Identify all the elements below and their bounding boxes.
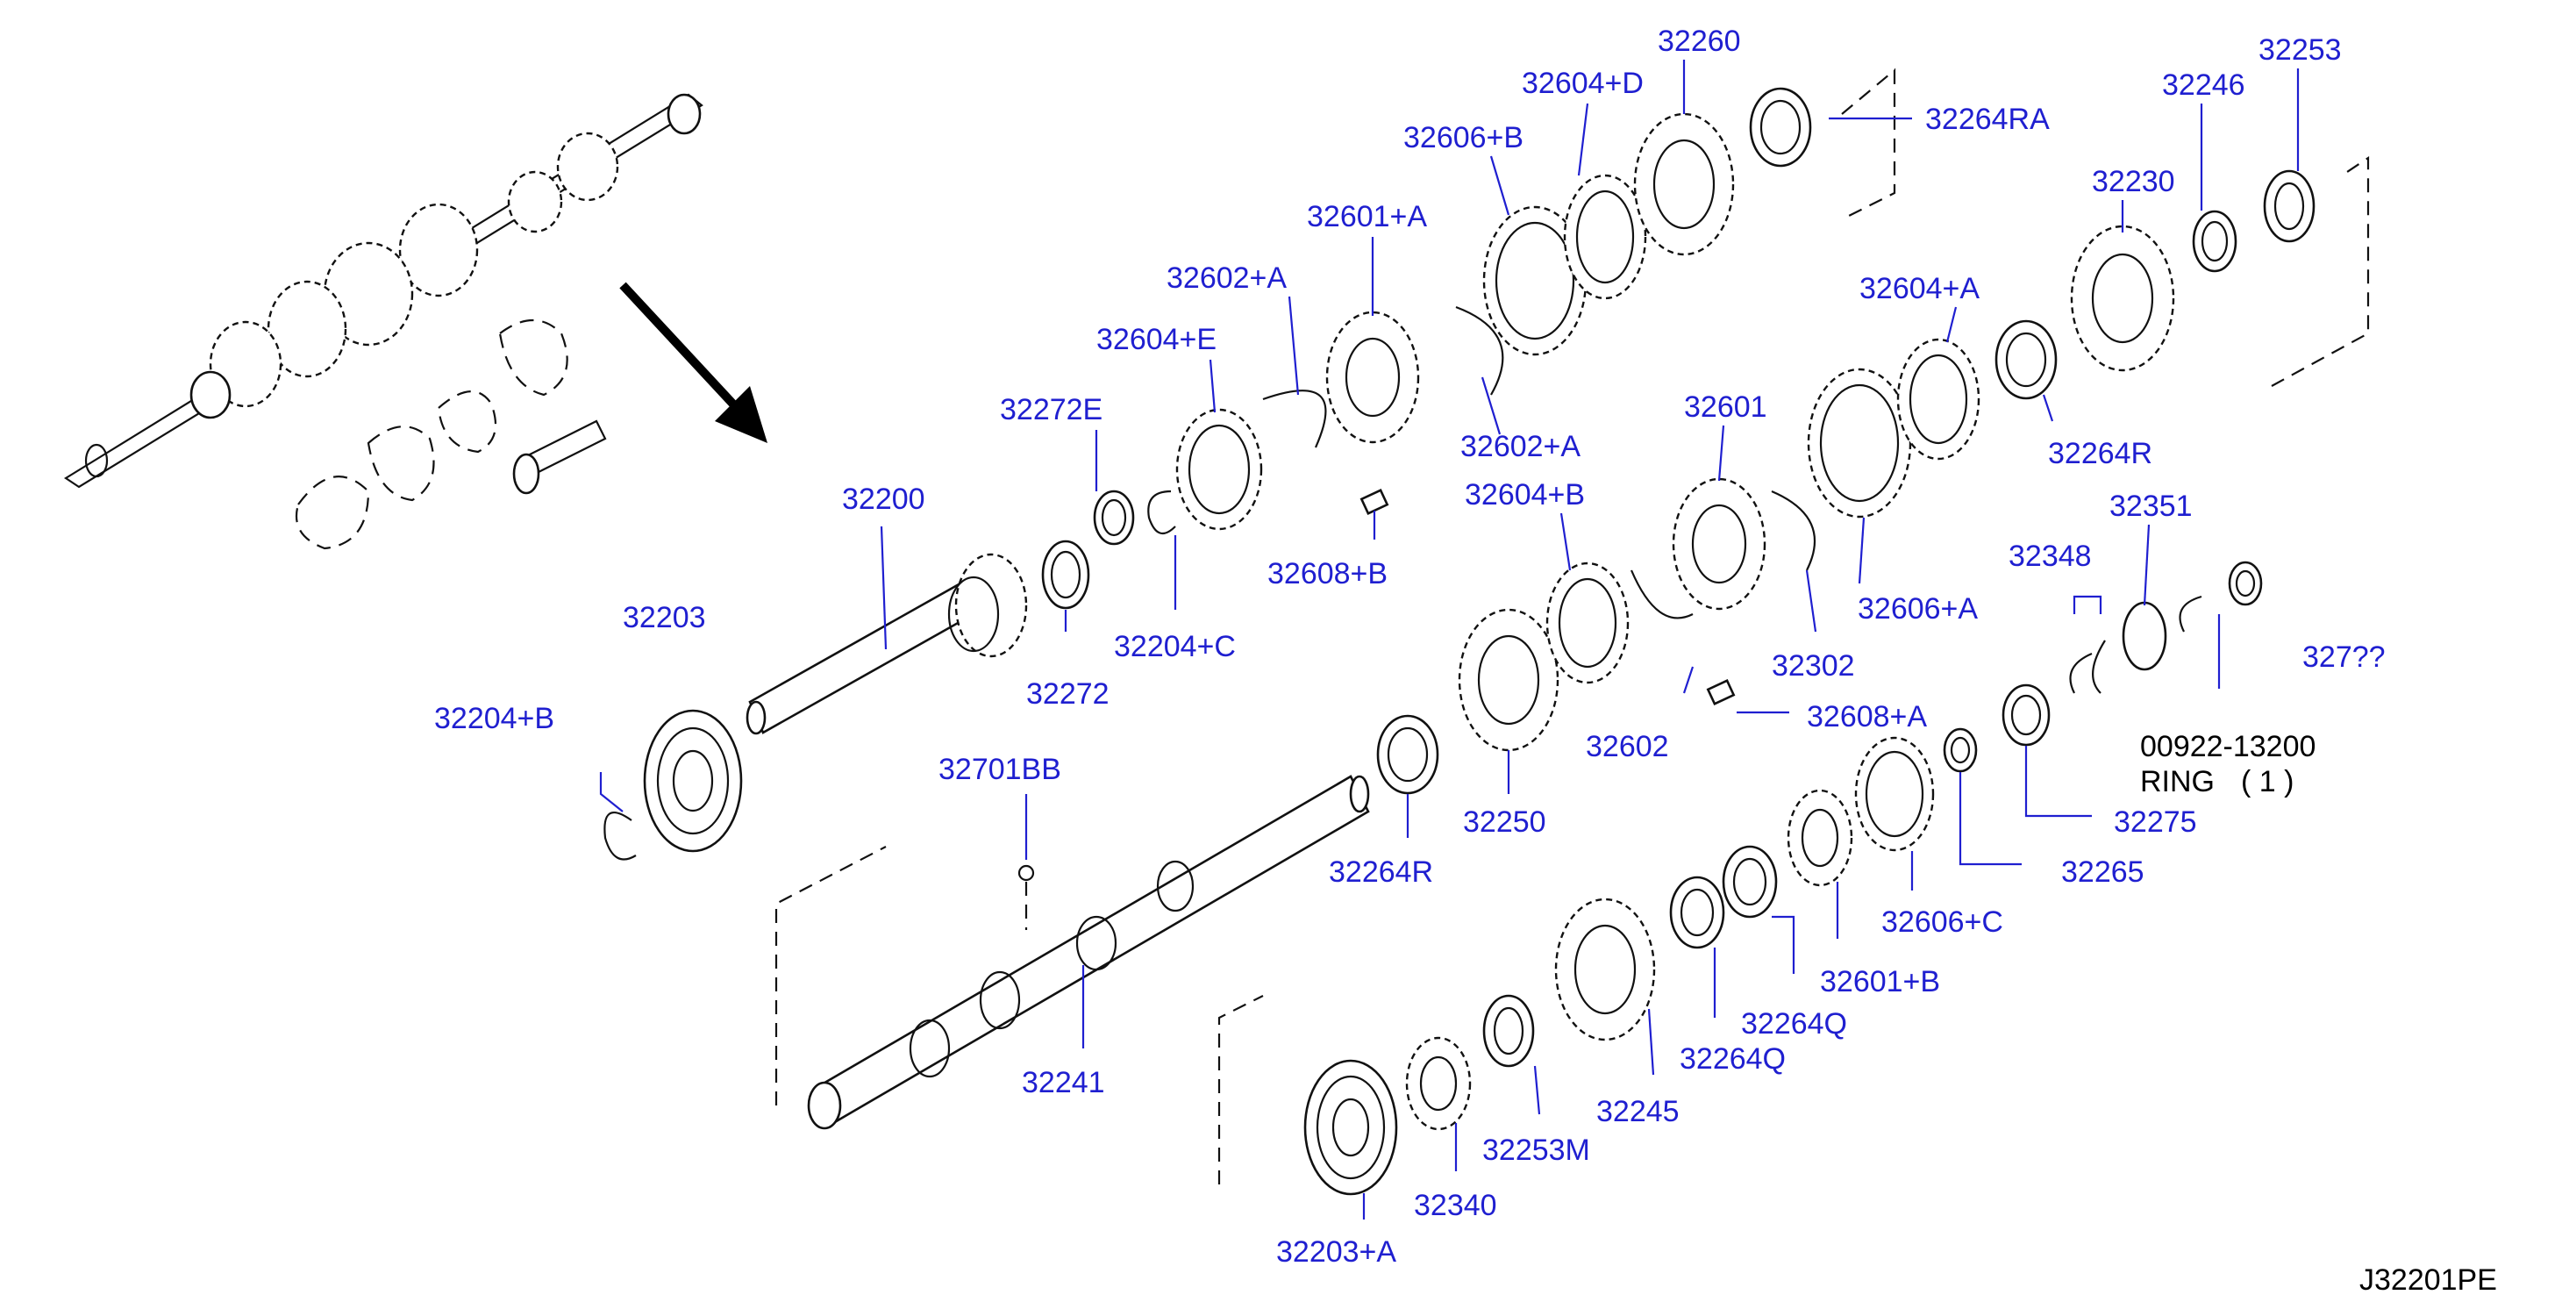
- needle-bearing-327x: [2228, 561, 2263, 606]
- label-32265: 32265: [2061, 855, 2144, 889]
- label-32275: 32275: [2114, 805, 2197, 839]
- label-32602A-top: 32602+A: [1167, 261, 1287, 295]
- label-32701BB: 32701BB: [938, 753, 1061, 786]
- synchro-hub-32601: [1672, 477, 1766, 611]
- bearing-32203: [643, 709, 743, 853]
- synchro-ring-32604B: [1545, 562, 1630, 684]
- label-32601: 32601: [1684, 390, 1767, 424]
- needle-bearing-32264R-right: [1994, 319, 2058, 400]
- direction-arrow: [619, 282, 767, 443]
- washer-32348: [2069, 640, 2106, 694]
- label-32245: 32245: [1596, 1095, 1680, 1128]
- label-32264RA: 32264RA: [1925, 103, 2050, 136]
- label-32604D: 32604+D: [1522, 67, 1644, 100]
- labels: 32260 32604+D 32264RA 32606+B 32253 3224…: [434, 25, 2497, 1297]
- synchro-ring-32604D: [1563, 174, 1647, 300]
- label-32200: 32200: [842, 483, 925, 516]
- label-ring-qty: ( 1 ): [2241, 765, 2294, 798]
- bushing-32253: [2263, 169, 2316, 243]
- synchro-hub-32601B: [1787, 789, 1853, 887]
- label-32203A: 32203+A: [1276, 1235, 1396, 1269]
- spring-32602A-top: [1262, 390, 1327, 448]
- label-32302-partial: 32302: [1772, 649, 1855, 683]
- input-shaft-32200: [746, 553, 1028, 735]
- synchro-ring-32604A: [1896, 338, 1980, 461]
- label-32608B: 32608+B: [1267, 557, 1388, 590]
- label-32602: 32602: [1586, 730, 1669, 763]
- sleeve-32606C: [1854, 736, 1935, 852]
- label-ring: RING: [2140, 765, 2215, 798]
- snap-ring-32204C: [1147, 490, 1176, 535]
- label-32348: 32348: [2009, 540, 2092, 573]
- spring-32302: [1771, 490, 1816, 571]
- label-32264Q-b: 32264Q: [1680, 1042, 1786, 1076]
- bearing-32203A: [1303, 1059, 1398, 1196]
- snap-ring-32351: [2122, 601, 2167, 671]
- snap-ring-32204B: [603, 812, 637, 861]
- assembly-thumbnail: [63, 93, 703, 550]
- gear-32245: [1554, 898, 1656, 1041]
- label-32204B: 32204+B: [434, 702, 554, 735]
- gear-32250: [1458, 608, 1559, 752]
- gear-32340: [1405, 1036, 1472, 1131]
- sleeve-32606B: [1482, 205, 1588, 356]
- label-32604A: 32604+A: [1859, 272, 1980, 305]
- ring-32272E: [1093, 490, 1135, 546]
- label-32253M: 32253M: [1482, 1134, 1590, 1167]
- label-32260: 32260: [1658, 25, 1741, 58]
- needle-bearing-32264Q-b: [1669, 876, 1725, 949]
- label-32264Q-a: 32264Q: [1741, 1007, 1847, 1041]
- leader-lines: [599, 60, 2300, 1220]
- label-32250: 32250: [1463, 805, 1546, 839]
- label-32608A: 32608+A: [1807, 700, 1927, 733]
- gear-32260: [1633, 112, 1735, 256]
- sleeve-32606A: [1807, 368, 1912, 519]
- bushing-32253M: [1482, 994, 1535, 1068]
- label-32601A: 32601+A: [1307, 200, 1427, 233]
- ring-00922-13200: [2179, 595, 2202, 633]
- insert-32608A: [1706, 679, 1736, 705]
- insert-32608B: [1359, 489, 1389, 515]
- label-32606A: 32606+A: [1858, 592, 1978, 626]
- label-32604B: 32604+B: [1465, 478, 1585, 512]
- ring-32265: [1943, 727, 1978, 773]
- label-32351: 32351: [2109, 490, 2193, 523]
- label-32604E: 32604+E: [1096, 323, 1217, 356]
- label-32601B: 32601+B: [1820, 965, 1940, 998]
- label-32272E: 32272E: [1000, 393, 1102, 426]
- label-32606C: 32606+C: [1881, 905, 2003, 939]
- label-32203: 32203: [623, 601, 706, 634]
- spring-32602: [1630, 569, 1694, 619]
- label-00922-13200: 00922-13200: [2140, 730, 2316, 763]
- ring-32246: [2192, 210, 2237, 273]
- label-32230: 32230: [2092, 165, 2175, 198]
- diagram-code: J32201PE: [2359, 1263, 2497, 1297]
- needle-bearing-32264Q-a: [1722, 845, 1778, 919]
- needle-bearing-32272: [1041, 540, 1090, 610]
- label-32253: 32253: [2258, 33, 2342, 67]
- label-32246: 32246: [2162, 68, 2245, 102]
- label-32602A-mid: 32602+A: [1460, 430, 1581, 463]
- needle-bearing-32264RA: [1749, 87, 1812, 168]
- counter-shaft-32241: [807, 775, 1370, 1130]
- synchro-ring-32604E: [1175, 408, 1263, 531]
- synchro-hub-32601A: [1325, 311, 1420, 444]
- label-32606B: 32606+B: [1403, 121, 1523, 154]
- label-32264R-mid: 32264R: [1329, 855, 1433, 889]
- label-327-partial: 327??: [2302, 640, 2386, 674]
- label-32272-partial: 32272: [1026, 677, 1110, 711]
- needle-bearing-32275: [2002, 683, 2051, 747]
- label-32264R-right: 32264R: [2048, 437, 2152, 470]
- gear-32230: [2070, 225, 2175, 372]
- label-32241: 32241: [1022, 1066, 1105, 1099]
- spring-32602A-mid: [1455, 305, 1504, 396]
- needle-bearing-32264R-mid: [1376, 714, 1439, 795]
- label-32204C: 32204+C: [1114, 630, 1236, 663]
- label-32340: 32340: [1414, 1189, 1497, 1222]
